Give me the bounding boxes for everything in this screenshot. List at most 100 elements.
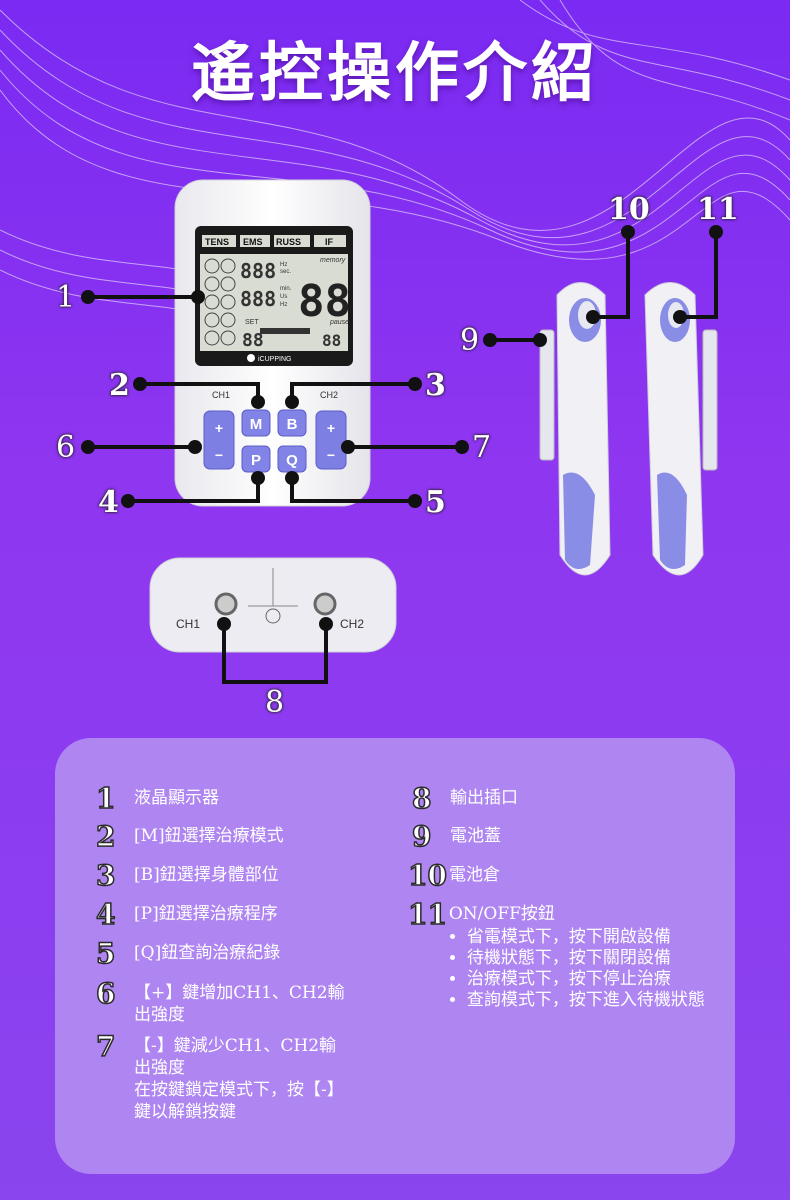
legend-item-7: 7 【-】鍵減少CH1、CH2輸 出強度 在按鍵鎖定模式下，按【-】 鍵以解鎖按… — [95, 1030, 344, 1123]
m-key[interactable]: M — [241, 409, 271, 437]
lcd-unit: Hz — [280, 262, 287, 268]
legend-num: 6 — [95, 977, 116, 1010]
brand-logo: iCUPPING — [247, 354, 291, 363]
legend-num: 9 — [411, 820, 432, 853]
p-key-label: P — [251, 452, 261, 469]
legend-num: 8 — [411, 782, 432, 815]
ch1-socket[interactable] — [214, 592, 238, 616]
legend-text: [Q]鈕查詢治療紀錄 — [134, 943, 281, 963]
remote-bottom: CH1 CH2 — [149, 557, 397, 653]
lcd-digits: 888 — [240, 287, 276, 311]
legend-item-8: 8 輸出插口 — [411, 782, 518, 815]
legend-text: 【-】鍵減少CH1、CH2輸 — [134, 1036, 337, 1056]
legend-num: 4 — [95, 898, 116, 931]
legend-num: 7 — [95, 1030, 116, 1063]
legend-text: 出強度 — [134, 1058, 185, 1078]
mode-tabs: TENS EMS RUSS IF — [202, 235, 346, 247]
logo-icon — [265, 608, 281, 624]
mode-tab-label: TENS — [205, 237, 229, 247]
legend-text: 液晶顯示器 — [134, 788, 219, 808]
legend-item-11: 11 ON/OFF按鈕 省電模式下，按下開啟設備 待機狀態下，按下關閉設備 治療… — [407, 898, 708, 1011]
ch2-label: CH2 — [320, 390, 338, 400]
lcd-unit: Us — [280, 294, 287, 300]
legend-text: 鍵以解鎖按鍵 — [134, 1102, 236, 1122]
legend-text: 在按鍵鎖定模式下，按【-】 — [134, 1080, 344, 1100]
legend-num: 11 — [407, 898, 447, 931]
ch2-minus-label: − — [327, 447, 335, 463]
ch1-plus-label: + — [215, 420, 223, 436]
lcd-unit: sec. — [280, 269, 291, 275]
legend-num: 3 — [95, 859, 116, 892]
page-title: 遙控操作介紹 — [191, 36, 599, 111]
legend-num: 5 — [95, 937, 116, 970]
q-key-label: Q — [286, 452, 298, 469]
callout-3: 3 — [425, 368, 446, 403]
callout-6: 6 — [56, 430, 76, 465]
detail-item: 待機狀態下，按下關閉設備 — [467, 948, 708, 969]
callout-2: 2 — [109, 368, 130, 403]
ch2-plus-label: + — [327, 420, 335, 436]
legend-item-3: 3 [B]鈕選擇身體部位 — [95, 859, 279, 892]
bottom-ch2-label: CH2 — [340, 617, 364, 631]
callout-11: 11 — [697, 192, 739, 227]
detail-item: 治療模式下，按下停止治療 — [467, 969, 708, 990]
ch1-label: CH1 — [212, 390, 230, 400]
lcd-digits: 88 — [242, 330, 264, 351]
legend-text: 【+】鍵增加CH1、CH2輸 — [134, 983, 345, 1003]
q-key[interactable]: Q — [277, 445, 307, 473]
callout-9: 9 — [460, 323, 480, 358]
remote-side-left — [539, 282, 611, 576]
legend-card — [55, 738, 735, 1174]
legend-text: 輸出插口 — [450, 788, 518, 808]
legend-item-4: 4 [P]鈕選擇治療程序 — [95, 898, 278, 931]
m-key-label: M — [250, 416, 263, 433]
mode-tab-label: EMS — [243, 237, 263, 247]
battery-cover — [539, 329, 555, 461]
callout-1: 1 — [56, 280, 76, 315]
callout-4: 4 — [98, 485, 119, 520]
legend-text: [P]鈕選擇治療程序 — [134, 904, 278, 924]
set-label: SET — [245, 319, 259, 326]
lcd-big-digits: 88 — [298, 276, 351, 327]
ch1-adjust-key[interactable]: + − — [203, 410, 235, 470]
legend-item-10: 10 電池倉 — [407, 859, 500, 892]
mode-tab-label: RUSS — [276, 237, 301, 247]
ch2-socket[interactable] — [313, 592, 337, 616]
b-key[interactable]: B — [277, 409, 307, 437]
legend-item-9: 9 電池蓋 — [411, 820, 501, 853]
pause-label: pause — [329, 319, 349, 326]
legend-num: 2 — [95, 820, 116, 853]
bottom-ch1-label: CH1 — [176, 617, 200, 631]
decorative-waves — [0, 0, 790, 341]
callout-lines — [81, 225, 723, 684]
legend-item-1: 1 液晶顯示器 — [95, 782, 219, 815]
lcd-unit: min. — [280, 286, 292, 292]
callout-7: 7 — [472, 430, 492, 465]
legend-item-2: 2 [M]鈕選擇治療模式 — [95, 820, 284, 853]
power-button-details: 省電模式下，按下開啟設備 待機狀態下，按下關閉設備 治療模式下，按下停止治療 查… — [449, 927, 708, 1011]
b-key-label: B — [287, 416, 298, 433]
callout-10: 10 — [608, 192, 650, 227]
legend-text: ON/OFF按鈕 — [448, 904, 555, 924]
detail-item: 查詢模式下，按下進入待機狀態 — [467, 990, 708, 1011]
remote-front: TENS EMS RUSS IF 888 888 88 88 88 Hz sec… — [174, 179, 371, 507]
memory-label: memory — [320, 257, 346, 264]
legend-text: 電池蓋 — [450, 826, 501, 846]
lcd-unit: Hz — [280, 302, 287, 308]
battery-bar — [260, 328, 310, 334]
detail-item: 省電模式下，按下開啟設備 — [467, 927, 708, 948]
legend-item-5: 5 [Q]鈕查詢治療紀錄 — [95, 937, 281, 970]
brand-label: iCUPPING — [258, 356, 291, 363]
legend-text: [M]鈕選擇治療模式 — [134, 826, 284, 846]
lcd-digits: 888 — [240, 259, 276, 283]
legend-text: 出強度 — [134, 1005, 185, 1025]
mode-tab-label: IF — [325, 237, 334, 247]
callout-8: 8 — [265, 685, 285, 720]
legend-text: [B]鈕選擇身體部位 — [134, 865, 279, 885]
legend-num: 1 — [95, 782, 116, 815]
legend-num: 10 — [407, 859, 447, 892]
legend-text: 電池倉 — [448, 865, 500, 885]
legend-item-6: 6 【+】鍵增加CH1、CH2輸 出強度 — [95, 977, 345, 1026]
ch2-adjust-key[interactable]: + − — [315, 410, 347, 470]
lcd-digits: 88 — [322, 331, 341, 350]
